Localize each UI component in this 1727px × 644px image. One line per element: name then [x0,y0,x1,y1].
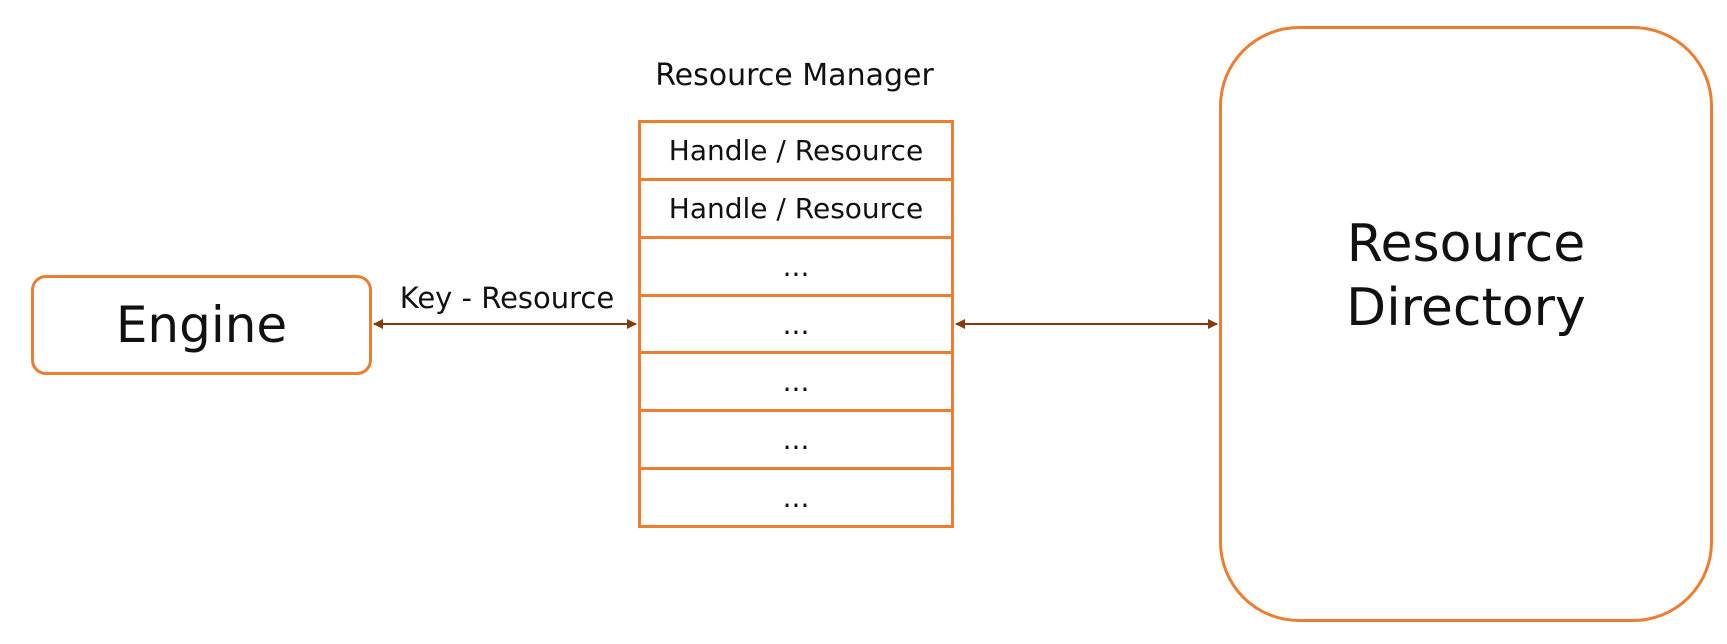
resource-slot: ... [641,354,951,413]
resource-manager-table: Handle / Resource Handle / Resource ... … [638,120,954,528]
resource-directory-label-line2: Directory [1346,278,1586,338]
resource-manager-title: Resource Manager [655,58,934,93]
engine-box: Engine [31,275,372,375]
engine-label: Engine [115,296,288,354]
resource-directory-box: Resource Directory [1219,26,1713,622]
resource-slot: Handle / Resource [641,123,951,181]
resource-slot: ... [782,481,810,515]
resource-slot: Handle / Resource [641,181,951,239]
resource-directory-label-line1: Resource [1346,214,1586,274]
resource-slot: ... [641,239,951,297]
resource-directory-label: Resource Directory [1346,212,1586,340]
resource-slot: ... [641,297,951,355]
key-resource-label: Key - Resource [399,281,615,315]
resource-slot: ... [641,412,951,471]
